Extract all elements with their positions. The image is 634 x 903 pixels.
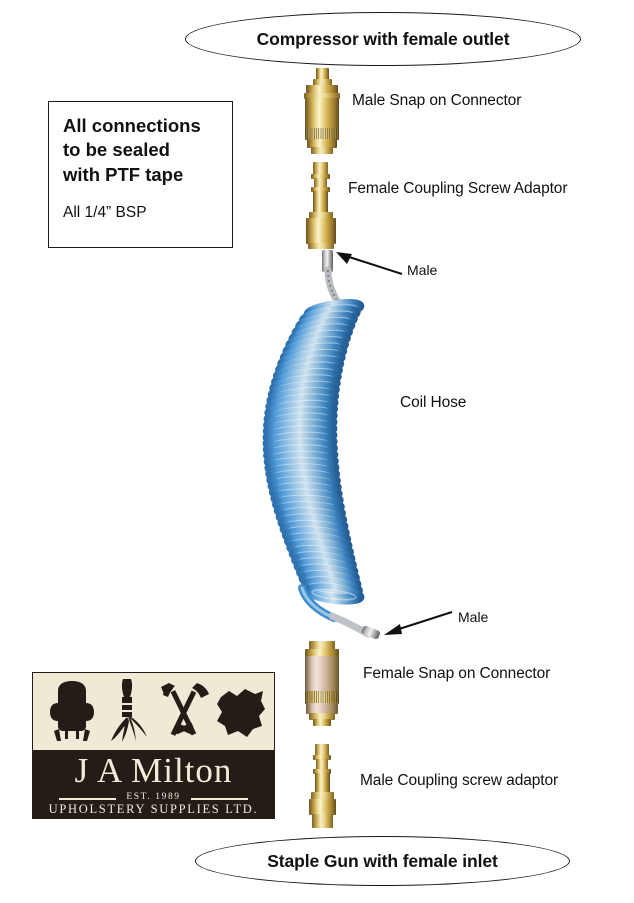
part-label-male-upper: Male [407,262,438,278]
logo-tagline: UPHOLSTERY SUPPLIES LTD. [48,802,259,816]
female-coupling-screw-adaptor-image [302,162,342,250]
note-line-3: with PTF tape [63,163,184,185]
part-label-coil-hose: Coil Hose [400,394,467,411]
fabric-swatch-icon [217,689,265,737]
note-line-4: All 1/4” BSP [63,204,147,222]
logo-rule-right [191,798,248,800]
female-snap-on-connector-image [300,641,344,727]
part-label-male-lower: Male [458,609,489,625]
callout-staple-gun-label: Staple Gun with female inlet [267,850,498,871]
callout-staple-gun: Staple Gun with female inlet [195,836,570,886]
connections-note-box: All connections to be sealed with PTF ta… [48,101,233,248]
arrow-male-upper [336,252,403,275]
male-coupling-screw-adaptor-image [304,744,344,830]
logo-established: EST. 1989 [126,792,181,802]
male-snap-on-connector-image [300,68,344,156]
coil-hose-image [262,250,380,640]
note-line-1: All connections [63,115,201,136]
arrow-male-lower [384,611,453,635]
logo-wordmark-panel: J A Milton EST. 1989 UPHOLSTERY SUPPLIES… [33,752,274,818]
part-label-female-coupling-screw-adaptor: Female Coupling Screw Adaptor [348,180,568,197]
crossed-tools-icon [161,683,209,736]
chair-silhouette-icon [50,681,94,741]
logo-company-name: J A Milton [74,751,233,790]
logo-icon-panel [33,673,274,752]
part-label-male-snap-on-connector: Male Snap on Connector [352,92,522,109]
logo-rule-left [59,798,116,800]
callout-compressor-label: Compressor with female outlet [256,28,510,49]
note-line-2: to be sealed [63,139,170,161]
part-label-female-snap-on-connector: Female Snap on Connector [363,665,551,682]
callout-compressor: Compressor with female outlet [185,12,581,66]
company-logo: J A Milton EST. 1989 UPHOLSTERY SUPPLIES… [32,672,275,819]
tassel-duster-icon [111,679,147,742]
part-label-male-coupling-screw-adaptor: Male Coupling screw adaptor [360,772,559,789]
